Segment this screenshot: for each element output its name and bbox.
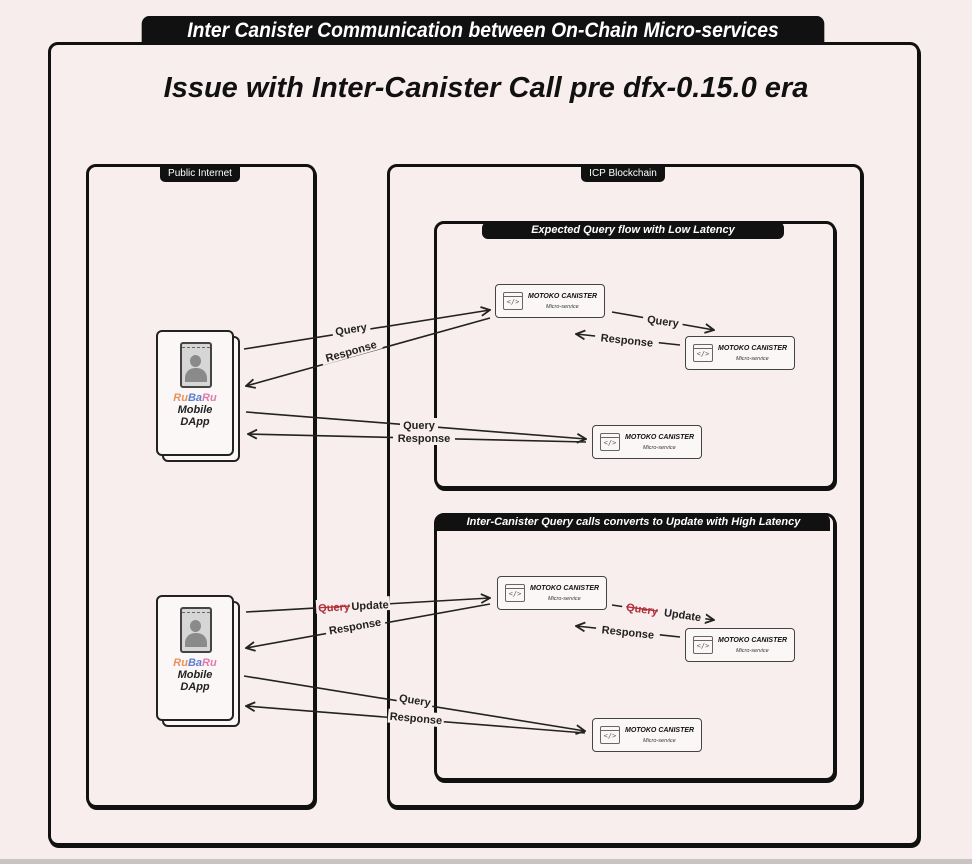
user-avatar-icon — [180, 342, 212, 388]
mobile-dapp-bottom: RuBaRu Mobile DApp — [156, 595, 234, 721]
code-window-icon: </> — [693, 344, 713, 362]
brand-part: Ba — [187, 657, 203, 669]
canister-a2: </> MOTOKO CANISTER Micro-service — [685, 336, 795, 370]
canister-a1: </> MOTOKO CANISTER Micro-service — [495, 284, 605, 318]
dapp-label-line2: DApp — [180, 681, 210, 693]
canister-b3: </> MOTOKO CANISTER Micro-service — [592, 718, 702, 752]
subtitle: Issue with Inter-Canister Call pre dfx-0… — [163, 72, 809, 104]
brand-part: Ba — [187, 392, 203, 404]
canister-b2: </> MOTOKO CANISTER Micro-service — [685, 628, 795, 662]
user-avatar-icon — [180, 607, 212, 653]
brand-part: Ru — [202, 392, 217, 404]
icp-blockchain-label: ICP Blockchain — [581, 166, 665, 182]
code-window-icon: </> — [693, 636, 713, 654]
brand-part: Ru — [173, 657, 188, 669]
canister-b1: </> MOTOKO CANISTER Micro-service — [497, 576, 607, 610]
code-window-icon: </> — [505, 584, 525, 602]
rubaru-brand: RuBaRu — [158, 657, 232, 669]
section-low-latency-label: Expected Query flow with Low Latency — [482, 222, 784, 239]
canister-a3: </> MOTOKO CANISTER Micro-service — [592, 425, 702, 459]
code-window-icon: </> — [503, 292, 523, 310]
rubaru-brand: RuBaRu — [158, 392, 232, 404]
public-internet-label: Public Internet — [160, 166, 240, 182]
dapp-label-line1: Mobile — [177, 669, 213, 681]
bottom-border — [0, 859, 972, 864]
mobile-dapp-top: RuBaRu Mobile DApp — [156, 330, 234, 456]
main-title-tab: Inter Canister Communication between On-… — [141, 16, 825, 44]
code-window-icon: </> — [600, 433, 620, 451]
code-window-icon: </> — [600, 726, 620, 744]
brand-part: Ru — [202, 657, 217, 669]
dapp-label-line1: Mobile — [177, 404, 213, 416]
dapp-label-line2: DApp — [180, 416, 210, 428]
brand-part: Ru — [173, 392, 188, 404]
section-high-latency-label: Inter-Canister Query calls converts to U… — [437, 514, 830, 531]
